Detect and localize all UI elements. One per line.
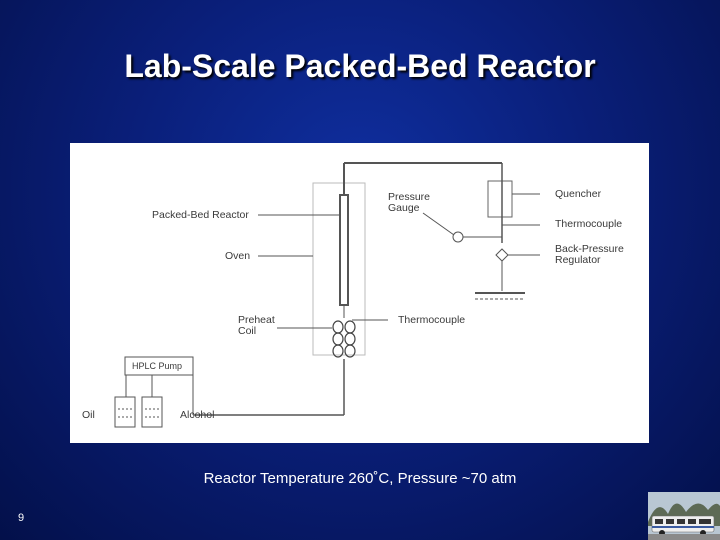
bus-photo-thumbnail: [648, 492, 720, 540]
pressure-gauge-symbol: [452, 231, 464, 243]
oven-box: [312, 182, 366, 356]
label-oil: Oil: [82, 409, 95, 421]
reactor-diagram: Packed-Bed Reactor Oven Preheat Coil HPL…: [70, 143, 649, 443]
slide-caption: Reactor Temperature 260˚C, Pressure ~70 …: [203, 470, 517, 487]
alcohol-reservoir: [141, 396, 163, 428]
preheat-coil: [332, 320, 356, 358]
label-thermocouple-top: Thermocouple: [555, 218, 623, 230]
bus-photo-drawing: [648, 492, 720, 540]
slide-number: 9: [18, 512, 25, 524]
label-pressure-gauge: Pressure Gauge: [388, 191, 431, 214]
reactor-schematic-drawing: [114, 162, 540, 428]
back-pressure-regulator-symbol: [495, 248, 509, 262]
label-hplc-pump: HPLC Pump: [132, 361, 183, 371]
label-packed-bed-reactor: Packed-Bed Reactor: [152, 209, 249, 221]
label-quencher: Quencher: [555, 188, 602, 200]
label-alcohol: Alcohol: [180, 409, 215, 421]
oil-reservoir: [114, 396, 136, 428]
reactor-column: [339, 194, 349, 306]
slide-title: Lab-Scale Packed-Bed Reactor: [124, 48, 596, 84]
label-preheat-coil: Preheat Coil: [238, 314, 275, 337]
label-back-pressure-regulator: Back-Pressure Regulator: [555, 243, 624, 266]
label-oven: Oven: [225, 250, 251, 262]
quencher-box: [487, 180, 513, 218]
label-thermocouple-mid: Thermocouple: [398, 314, 466, 326]
